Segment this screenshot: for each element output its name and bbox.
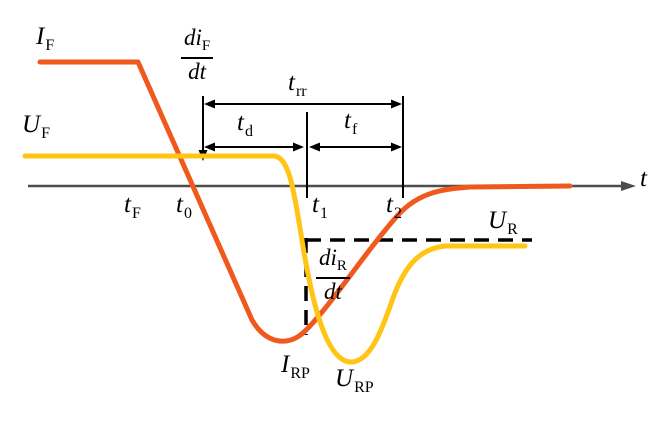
time-axis-arrowhead: [621, 181, 636, 191]
time-t2-label: t2: [386, 191, 402, 222]
reverse-slope-numerator: diR: [319, 245, 347, 274]
reverse-voltage-label: UR: [488, 207, 518, 238]
peak-reverse-current-label: IRP: [281, 351, 310, 382]
time-tF-label: tF: [124, 191, 141, 222]
td-left-arrowhead: [204, 142, 215, 152]
forward-current-subscript: F: [45, 37, 55, 54]
time-t0-label: t0: [176, 191, 192, 222]
forward-current-symbol: I: [36, 23, 45, 50]
trr-right-arrowhead: [391, 99, 402, 109]
peak-reverse-voltage-label: URP: [335, 365, 374, 396]
time-axis-label: t: [640, 165, 647, 192]
reverse-slope-denominator: dt: [324, 278, 342, 304]
fraction-bar: [181, 56, 214, 59]
reverse-slope-fraction: diR dt: [316, 245, 350, 304]
reverse-recovery-time-label: trr: [288, 69, 307, 100]
tf-left-arrowhead: [309, 142, 320, 152]
fall-time-label: tf: [344, 107, 358, 138]
forward-voltage-label: UF: [22, 112, 50, 142]
tf-right-arrowhead: [391, 142, 402, 152]
forward-voltage-symbol: U: [22, 111, 41, 138]
forward-current-label: IF: [36, 24, 54, 54]
delay-time-label: td: [237, 109, 253, 140]
trr-left-arrowhead: [204, 99, 215, 109]
time-t1-label: t1: [312, 191, 328, 222]
forward-slope-fraction: diF dt: [181, 25, 214, 84]
forward-voltage-curve: [22, 153, 528, 365]
forward-voltage-subscript: F: [41, 125, 50, 142]
td-right-arrowhead: [293, 142, 304, 152]
fraction-bar: [316, 276, 350, 279]
forward-slope-numerator: diF: [184, 25, 211, 54]
forward-slope-denominator: dt: [188, 58, 207, 84]
